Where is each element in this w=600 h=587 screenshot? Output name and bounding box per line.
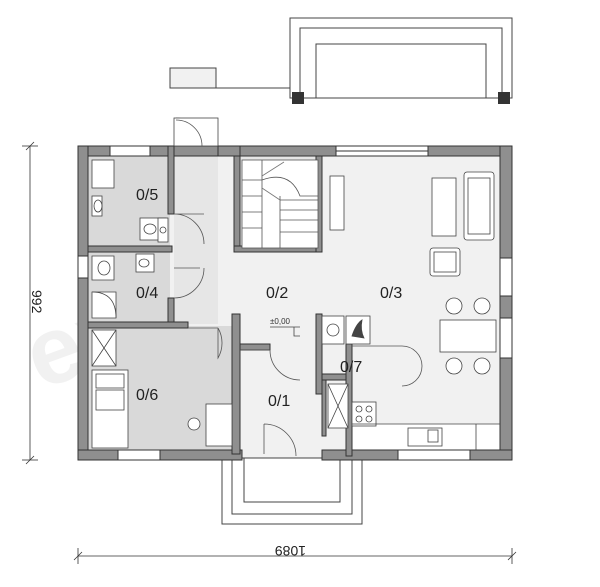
desk-icon — [205, 403, 233, 447]
dimension-width: 1089 — [275, 543, 306, 559]
dining-chair-icon — [445, 357, 463, 375]
room-label-0-2: 0/2 — [266, 285, 288, 302]
dining-chair-icon — [473, 357, 491, 375]
room-label-0-3: 0/3 — [380, 285, 402, 302]
dining-chair-icon — [445, 297, 463, 315]
living-furniture — [329, 171, 497, 375]
interior-walls — [87, 145, 353, 457]
cabinet-icon — [329, 175, 345, 231]
room-labels: 0/5 0/4 0/6 0/2 0/3 0/1 0/7 — [136, 187, 402, 410]
level-mark-text: ±0,00 — [270, 317, 291, 326]
bathroom-fixtures-2 — [91, 253, 155, 319]
kitchen-fixtures — [321, 315, 500, 450]
bathroom-fixtures — [91, 159, 169, 243]
room-label-0-1: 0/1 — [268, 393, 290, 410]
room-label-0-6: 0/6 — [136, 387, 158, 404]
dimension-lines — [22, 141, 517, 564]
level-mark: ±0,00 — [270, 317, 300, 337]
staircase — [241, 159, 319, 249]
windows — [77, 145, 513, 461]
dimension-height: 992 — [29, 290, 45, 314]
room-label-0-4: 0/4 — [136, 285, 158, 302]
entrance-porch — [221, 457, 363, 525]
stove-icon — [351, 401, 377, 427]
room-label-0-5: 0/5 — [136, 187, 158, 204]
coffee-table-icon — [431, 177, 457, 237]
bedroom-furniture — [91, 329, 233, 449]
terrace — [169, 17, 513, 104]
dining-chair-icon — [473, 297, 491, 315]
room-label-0-7: 0/7 — [340, 359, 362, 376]
dining-table-icon — [439, 319, 497, 353]
shower-cabin-icon — [91, 159, 115, 189]
doors — [173, 117, 423, 457]
chair-icon — [187, 417, 201, 431]
